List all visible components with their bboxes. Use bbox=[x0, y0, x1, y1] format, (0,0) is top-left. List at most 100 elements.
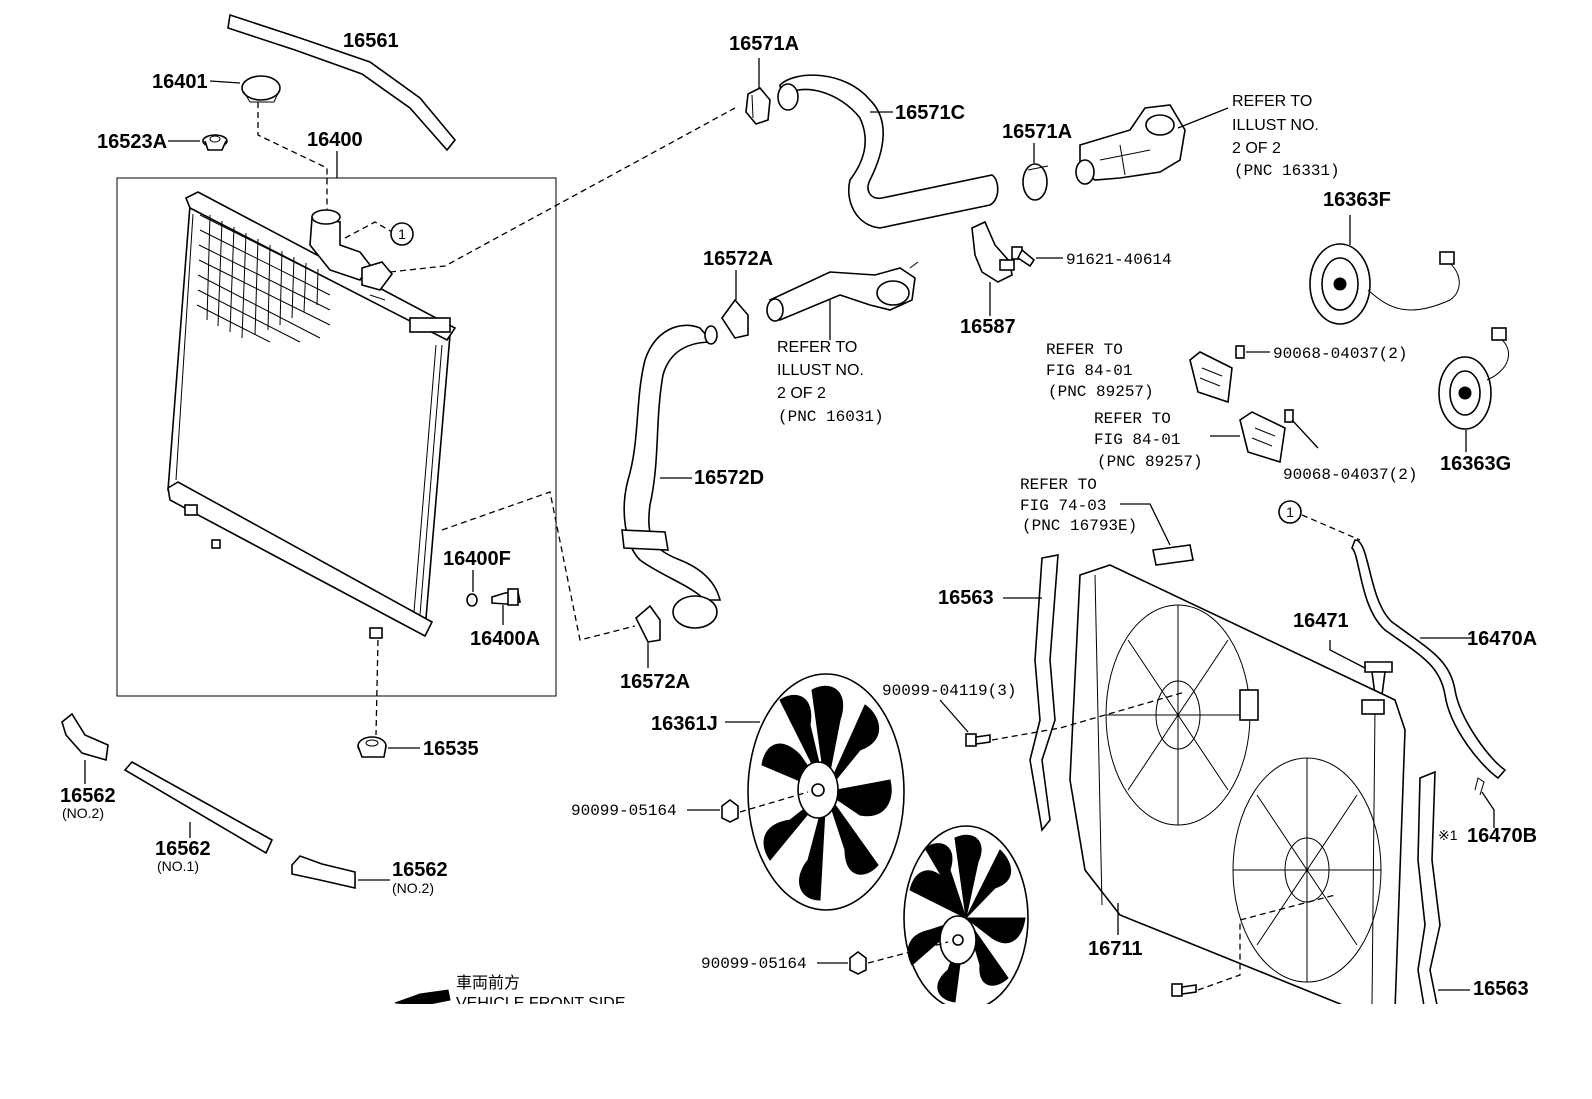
radiator-fins bbox=[196, 214, 331, 343]
screw-90068-lower bbox=[1284, 409, 1294, 423]
ref-16331: REFER TO ILLUST NO. 2 OF 2 (PNC 16331) bbox=[1232, 93, 1340, 180]
ref-16793E: REFER TO FIG 74-03 (PNC 16793E) bbox=[1020, 476, 1137, 535]
label-90099-05164-b: 90099-05164 bbox=[701, 955, 807, 973]
label-16563-bottom: 16563 bbox=[1473, 978, 1529, 1000]
bracket-16587 bbox=[971, 220, 1015, 283]
fan-16361J bbox=[747, 673, 905, 911]
bolt-90099-04119 bbox=[965, 733, 991, 747]
grommet-16523A bbox=[202, 134, 228, 151]
seal-16563-right bbox=[1417, 770, 1441, 1013]
label-16572D: 16572D bbox=[694, 467, 764, 489]
fan-motor-16363G bbox=[1438, 327, 1509, 430]
hose-clamp-16572A-bottom bbox=[635, 604, 661, 643]
overflow-hose-16470A bbox=[1351, 539, 1507, 780]
clip-16470B bbox=[1474, 777, 1485, 796]
label-16587: 16587 bbox=[960, 316, 1016, 338]
label-16571A-top: 16571A bbox=[729, 33, 799, 55]
label-16400: 16400 bbox=[307, 129, 363, 151]
label-16470A: 16470A bbox=[1467, 628, 1537, 650]
label-16470B: 16470B bbox=[1467, 825, 1537, 847]
label-16562-a-sub: (NO.2) bbox=[62, 805, 104, 821]
hose-clamp-16571A-mid bbox=[1022, 163, 1049, 201]
fan-shroud-16711 bbox=[1069, 564, 1406, 1013]
label-90068-04037-b: 90068-04037(2) bbox=[1283, 466, 1417, 484]
svg-text:REFER TO: REFER TO bbox=[1046, 341, 1123, 359]
svg-text:REFER TO: REFER TO bbox=[1094, 410, 1171, 428]
ref-16031: REFER TO ILLUST NO. 2 OF 2 (PNC 16031) bbox=[777, 339, 884, 426]
cushion-16535 bbox=[357, 736, 387, 758]
label-16471: 16471 bbox=[1293, 610, 1349, 632]
water-outlet-ref-16331 bbox=[1075, 104, 1186, 185]
svg-text:1: 1 bbox=[1286, 504, 1294, 520]
svg-text:(PNC 16331): (PNC 16331) bbox=[1234, 162, 1340, 180]
label-16363G: 16363G bbox=[1440, 453, 1511, 475]
svg-text:(PNC 16031): (PNC 16031) bbox=[778, 408, 884, 426]
seal-16562-no2-right bbox=[291, 855, 356, 890]
svg-text:ILLUST NO.: ILLUST NO. bbox=[1232, 117, 1319, 134]
label-16400F: 16400F bbox=[443, 548, 511, 570]
fan-motor-16363F bbox=[1309, 243, 1460, 325]
nut-90099-05164-lower bbox=[849, 951, 867, 975]
label-16572A-top: 16572A bbox=[703, 248, 773, 270]
upper-hose-16571C bbox=[777, 74, 999, 229]
svg-text:REFER TO: REFER TO bbox=[1232, 93, 1312, 110]
label-90068-04037-a: 90068-04037(2) bbox=[1273, 345, 1407, 363]
drain-plug-16400A bbox=[491, 588, 521, 606]
label-16562-b-sub: (NO.1) bbox=[157, 858, 199, 874]
callout-1b: 1 bbox=[1278, 500, 1302, 524]
svg-text:REFER TO: REFER TO bbox=[777, 339, 857, 356]
label-16711: 16711 bbox=[1088, 938, 1143, 960]
vehicle-front-jp: 車両前方 bbox=[456, 974, 520, 992]
svg-text:2 OF 2: 2 OF 2 bbox=[777, 385, 826, 402]
label-16562-c: 16562 bbox=[392, 859, 448, 881]
label-90099-05164-a: 90099-05164 bbox=[571, 802, 677, 820]
seal-16562-no1 bbox=[123, 760, 274, 855]
seal-16561 bbox=[227, 13, 457, 152]
nut-90099-05164-upper bbox=[721, 799, 739, 823]
label-16401: 16401 bbox=[152, 71, 208, 93]
label-16361J: 16361J bbox=[651, 713, 718, 735]
svg-text:REFER TO: REFER TO bbox=[1020, 476, 1097, 494]
label-16562-a: 16562 bbox=[60, 785, 116, 807]
bolt-lower-shroud bbox=[1171, 983, 1197, 997]
svg-text:(PNC 16793E): (PNC 16793E) bbox=[1022, 517, 1137, 535]
label-16523A: 16523A bbox=[97, 131, 167, 153]
o-ring-16400F bbox=[466, 593, 478, 607]
svg-text:1: 1 bbox=[398, 226, 406, 242]
label-16535: 16535 bbox=[423, 738, 479, 760]
svg-text:FIG 84-01: FIG 84-01 bbox=[1046, 362, 1132, 380]
bolt-91621-40614 bbox=[1011, 246, 1036, 268]
fan-resistor-lower bbox=[1239, 411, 1286, 464]
svg-text:ILLUST NO.: ILLUST NO. bbox=[777, 362, 864, 379]
label-16572A-bottom: 16572A bbox=[620, 671, 690, 693]
svg-text:FIG 84-01: FIG 84-01 bbox=[1094, 431, 1180, 449]
radiator-cap-16401 bbox=[241, 75, 281, 103]
svg-text:(PNC 89257): (PNC 89257) bbox=[1048, 383, 1154, 401]
label-16571C: 16571C bbox=[895, 102, 965, 124]
fan-resistor-upper bbox=[1189, 351, 1233, 404]
label-90099-04119: 90099-04119(3) bbox=[882, 682, 1016, 700]
label-16562-b: 16562 bbox=[155, 838, 211, 860]
fan-lower bbox=[903, 825, 1029, 1011]
label-ref-16793E bbox=[1152, 544, 1194, 566]
svg-text:2 OF 2: 2 OF 2 bbox=[1232, 140, 1281, 157]
callout-1: 1 bbox=[390, 222, 414, 246]
ref-89257-b: REFER TO FIG 84-01 (PNC 89257) bbox=[1094, 410, 1203, 471]
label-91621-40614: 91621-40614 bbox=[1066, 251, 1172, 269]
label-16571A-mid: 16571A bbox=[1002, 121, 1072, 143]
radiator-16400 bbox=[167, 191, 457, 639]
water-inlet-ref-16031 bbox=[766, 261, 919, 322]
lower-hose-16572D bbox=[621, 324, 722, 629]
screw-90068-upper bbox=[1235, 345, 1245, 359]
hose-clamp-16571A-top bbox=[745, 87, 771, 125]
vehicle-front-arrow bbox=[394, 989, 451, 1006]
label-16400A: 16400A bbox=[470, 628, 540, 650]
label-16363F: 16363F bbox=[1323, 189, 1391, 211]
svg-text:FIG 74-03: FIG 74-03 bbox=[1020, 497, 1106, 515]
ref-89257-a: REFER TO FIG 84-01 (PNC 89257) bbox=[1046, 341, 1154, 401]
label-16561: 16561 bbox=[343, 30, 399, 52]
label-16470B-mark: ※1 bbox=[1438, 827, 1458, 843]
bottom-crop bbox=[0, 1004, 1592, 1099]
svg-text:(PNC 89257): (PNC 89257) bbox=[1097, 453, 1203, 471]
